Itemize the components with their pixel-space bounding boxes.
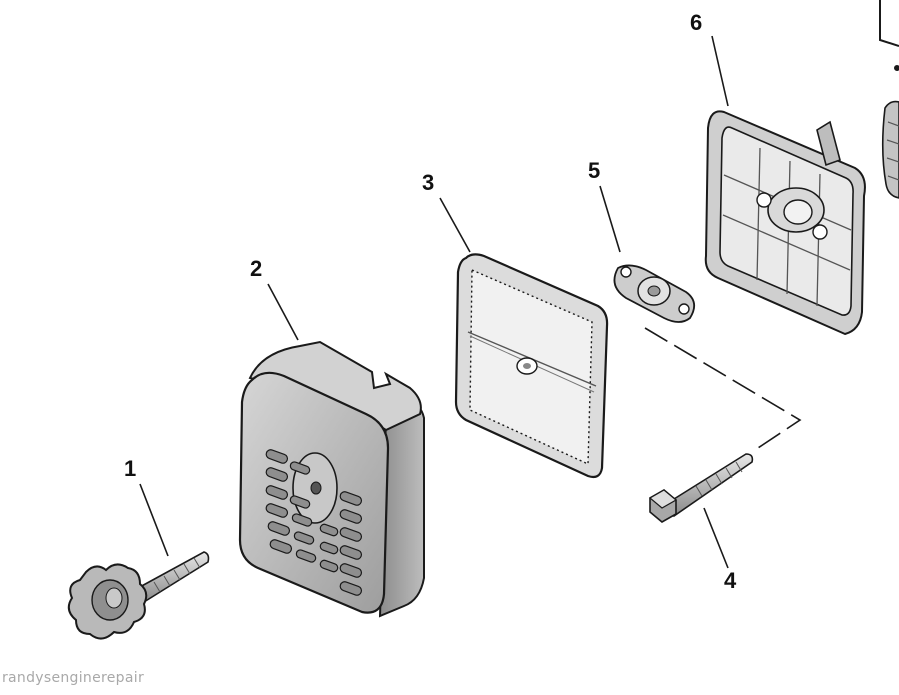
knob-part [67, 551, 210, 640]
assembly-line [644, 327, 802, 453]
leader-line-1 [139, 483, 169, 557]
leader-line-6 [711, 35, 729, 107]
callout-2: 2 [250, 256, 262, 281]
adjacent-part-fragment [879, 0, 899, 199]
leader-line-3 [439, 197, 471, 253]
callout-6: 6 [690, 10, 702, 35]
callout-3: 3 [422, 170, 434, 195]
leader-lines [139, 35, 729, 569]
leader-line-5 [599, 185, 621, 253]
filter-base-part [704, 110, 866, 336]
leader-line-2 [267, 283, 299, 341]
air-cleaner-cover-part [238, 340, 425, 618]
callout-4: 4 [724, 568, 737, 593]
flange-bolt-part [648, 453, 754, 523]
watermark: randysenginerepair [2, 670, 144, 686]
callout-1: 1 [124, 456, 136, 481]
gasket-plate-part [613, 264, 696, 323]
leader-line-4 [703, 507, 729, 569]
filter-element-part [454, 253, 609, 479]
callout-5: 5 [588, 158, 600, 183]
